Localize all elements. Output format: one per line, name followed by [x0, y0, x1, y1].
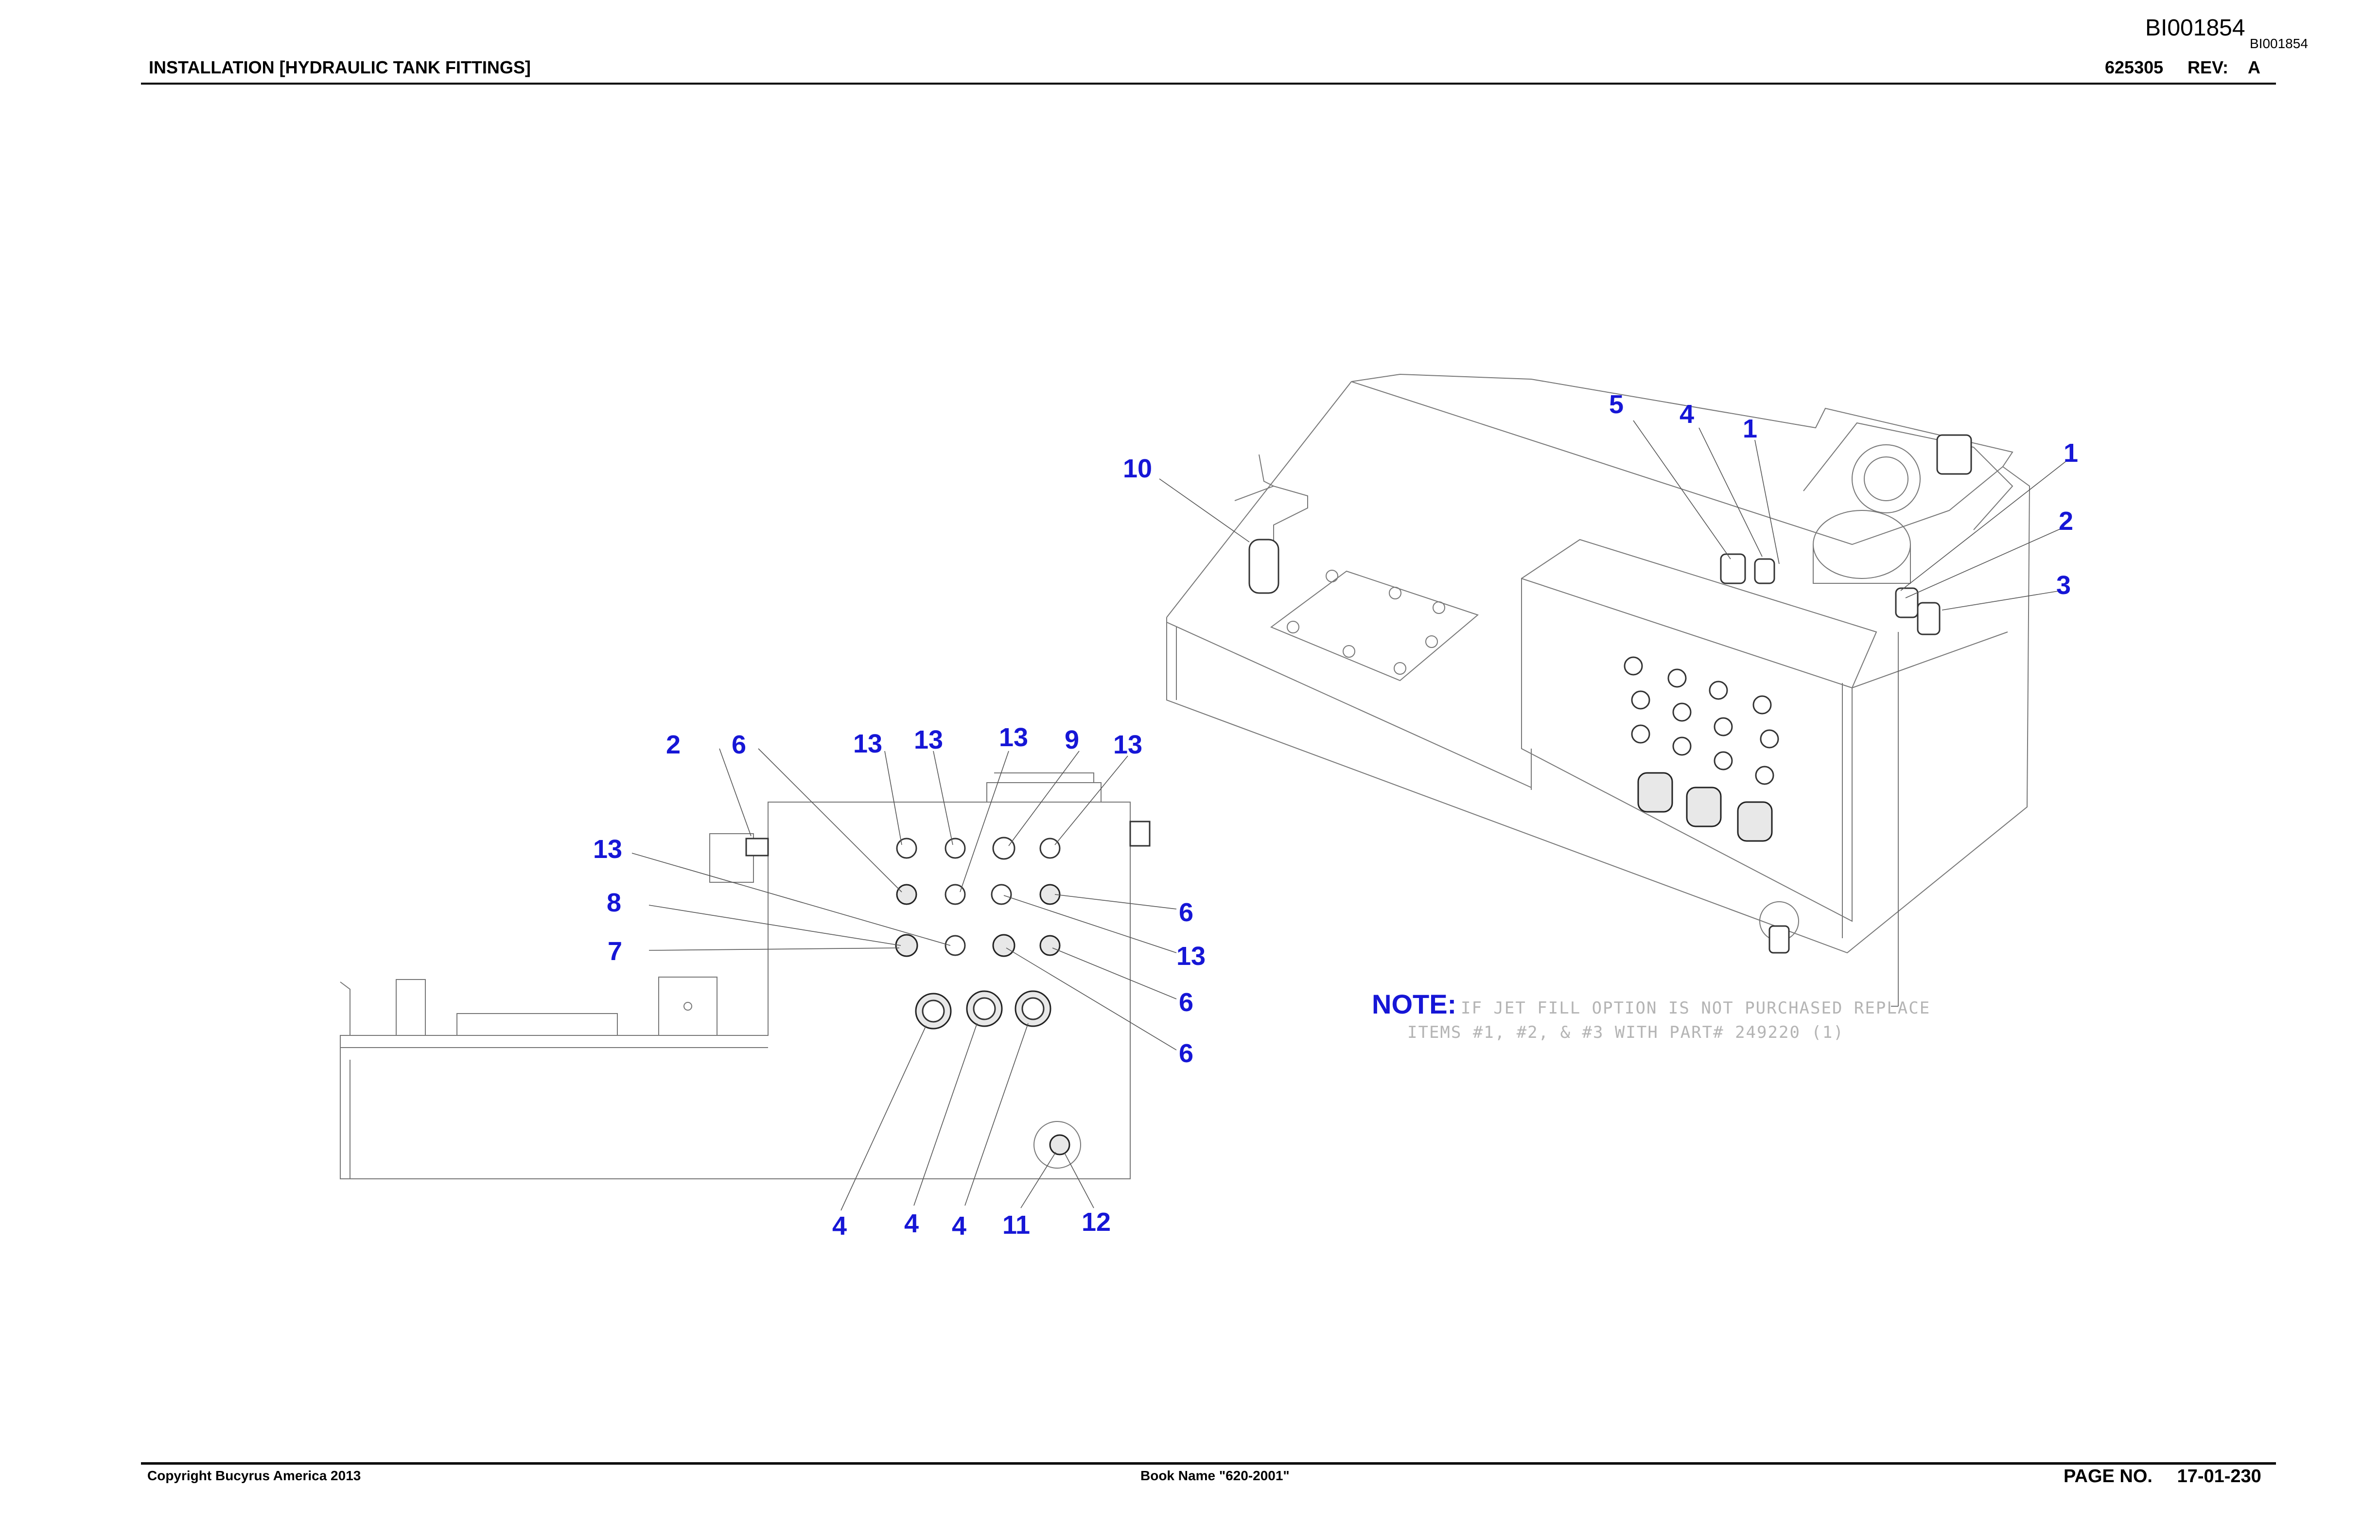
note-block: NOTE: IF JET FILL OPTION IS NOT PURCHASE…	[1372, 989, 1930, 1042]
callout-labels: 10 5 4 1 1 2 3 2 6 13 13 13 9 13 13 8 7 …	[593, 390, 2078, 1241]
revision-label: REV:	[2188, 57, 2229, 77]
callout-4: 4	[1680, 400, 1694, 429]
callout-13-d: 13	[1113, 730, 1142, 759]
revision-value: A	[2248, 57, 2261, 77]
note-label: NOTE:	[1372, 989, 1456, 1019]
callout-4-b: 4	[904, 1209, 919, 1238]
note-line-1: IF JET FILL OPTION IS NOT PURCHASED REPL…	[1461, 998, 1930, 1018]
callout-6-right-a: 6	[1179, 898, 1193, 927]
callout-5: 5	[1609, 390, 1624, 419]
callout-9: 9	[1065, 725, 1079, 754]
header-divider	[141, 83, 2276, 85]
callout-13-a: 13	[853, 729, 882, 758]
drawing-code-small: BI001854	[2250, 36, 2308, 51]
callout-13-left: 13	[593, 835, 622, 864]
page-label: PAGE NO.	[2064, 1466, 2152, 1487]
page-number: PAGE NO. 17-01-230	[2064, 1466, 2261, 1487]
revision: REV: A	[2188, 57, 2260, 78]
callout-13-c: 13	[999, 723, 1028, 752]
callout-2-iso: 2	[2059, 507, 2073, 536]
callout-10: 10	[1123, 454, 1152, 483]
drawing-code-large: BI001854	[2145, 15, 2245, 41]
callout-1: 1	[1743, 414, 1757, 443]
callout-12: 12	[1082, 1208, 1111, 1237]
copyright: Copyright Bucyrus America 2013	[147, 1468, 361, 1483]
page-number-value: 17-01-230	[2177, 1466, 2261, 1487]
callout-4-a: 4	[832, 1211, 847, 1241]
callout-11: 11	[1002, 1210, 1030, 1240]
callout-6-right-c: 6	[1179, 1039, 1193, 1068]
callout-7: 7	[608, 937, 622, 966]
callout-3: 3	[2056, 571, 2071, 600]
callout-13-right: 13	[1176, 942, 1206, 971]
callout-1-right: 1	[2064, 438, 2078, 468]
callout-4-c: 4	[952, 1211, 966, 1241]
callout-13-b: 13	[914, 725, 943, 754]
part-number: 625305	[2105, 57, 2164, 77]
callout-6-right-b: 6	[1179, 988, 1193, 1017]
tank-side-view	[340, 748, 1177, 1211]
callout-8: 8	[607, 888, 621, 917]
footer-divider	[141, 1462, 2276, 1465]
note-line-2: ITEMS #1, #2, & #3 WITH PART# 249220 (1)	[1407, 1023, 1844, 1042]
page-title: INSTALLATION [HYDRAULIC TANK FITTINGS]	[149, 57, 531, 77]
callout-2-side: 2	[666, 730, 681, 759]
tank-isometric-view	[1159, 373, 2069, 1007]
book-name: Book Name "620-2001"	[1140, 1468, 1290, 1483]
callout-6-top: 6	[732, 730, 746, 759]
